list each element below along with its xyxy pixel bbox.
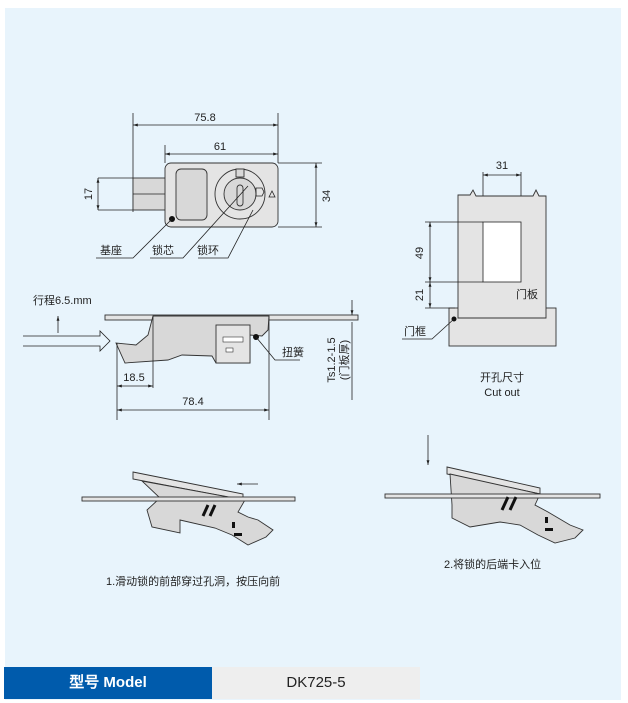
dim-front: 18.5 [123, 372, 144, 384]
diagram-panel [5, 8, 621, 700]
step-2-illustration: 2.将锁的后端卡入位 [384, 435, 601, 571]
cutout-title-cn: 开孔尺寸 [480, 370, 524, 384]
model-label: 型号 Model [4, 667, 212, 699]
thickness-note: (门板厚) [337, 340, 351, 380]
step-2-caption: 2.将锁的后端卡入位 [444, 557, 541, 571]
stroke-label: 行程6.5.mm [33, 294, 92, 307]
label-door-frame: 门框 [404, 324, 426, 338]
thickness-label: Ts1.2-1.5 [326, 337, 338, 382]
dim-body-width: 61 [214, 141, 226, 153]
label-ring: 锁环 [197, 243, 219, 257]
dim-overall-width: 75.8 [194, 112, 215, 124]
label-base: 基座 [100, 243, 122, 257]
front-view: 75.8 61 34 17 基座 锁芯 锁环 [83, 112, 333, 259]
dim-cutout-offset: 21 [414, 289, 426, 301]
cutout-view: 31 49 21 门板 门框 开孔尺寸 Cut out [402, 160, 557, 399]
handle-window [175, 168, 208, 221]
model-value: DK725-5 [212, 667, 420, 699]
step-1-caption: 1.滑动锁的前部穿过孔洞，按压向前 [106, 574, 280, 588]
dim-cutout-height: 49 [414, 247, 426, 259]
cutout-hole [482, 221, 522, 283]
step-1-illustration: 1.滑动锁的前部穿过孔洞，按压向前 [81, 471, 296, 588]
dim-length: 78.4 [182, 396, 203, 408]
label-core: 锁芯 [152, 243, 174, 257]
side-view: 行程6.5.mm 扭簧 18.5 78.4 Ts1.2-1.5 (门板厚) [23, 294, 359, 420]
cutout-title-en: Cut out [484, 387, 519, 399]
dim-bolt-height: 17 [83, 188, 95, 200]
dim-body-height: 34 [321, 190, 333, 202]
label-door-panel: 门板 [516, 287, 538, 301]
label-spring: 扭簧 [282, 345, 304, 359]
dim-cutout-width: 31 [496, 160, 508, 172]
